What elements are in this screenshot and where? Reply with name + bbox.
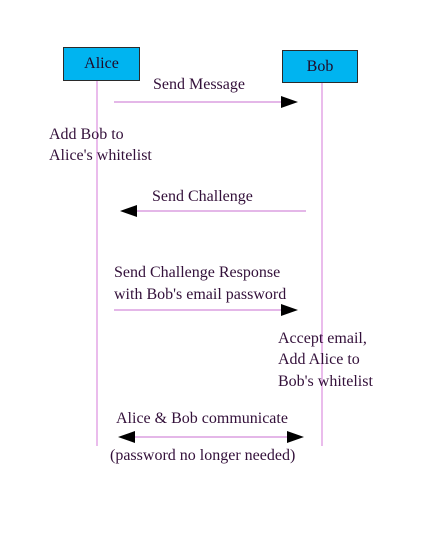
send-message-label: Send Message bbox=[153, 76, 245, 93]
send-challenge-label: Send Challenge bbox=[152, 188, 253, 205]
challenge-response-label-line1: Send Challenge Response bbox=[114, 264, 281, 281]
challenge-response-label-line2: with Bob's email password bbox=[114, 286, 287, 303]
communicate-label: Alice & Bob communicate bbox=[116, 410, 288, 427]
password-note: (password no longer needed) bbox=[110, 447, 296, 464]
accept-note-line3: Bob's whitelist bbox=[278, 373, 373, 390]
bob-actor-label: Bob bbox=[306, 57, 334, 75]
alice-actor-label: Alice bbox=[84, 55, 119, 72]
accept-note-line1: Accept email, bbox=[278, 330, 367, 347]
alice-actor-box: Alice bbox=[63, 47, 140, 81]
bob-actor-box: Bob bbox=[282, 50, 358, 83]
add-bob-note-line2: Alice's whitelist bbox=[49, 147, 152, 164]
send-challenge-arrow bbox=[120, 205, 306, 217]
accept-note-line2: Add Alice to bbox=[278, 351, 360, 368]
challenge-response-arrow bbox=[114, 304, 298, 316]
send-message-arrow bbox=[114, 96, 298, 108]
add-bob-note-line1: Add Bob to bbox=[49, 126, 124, 143]
communicate-double-arrow bbox=[118, 431, 304, 443]
